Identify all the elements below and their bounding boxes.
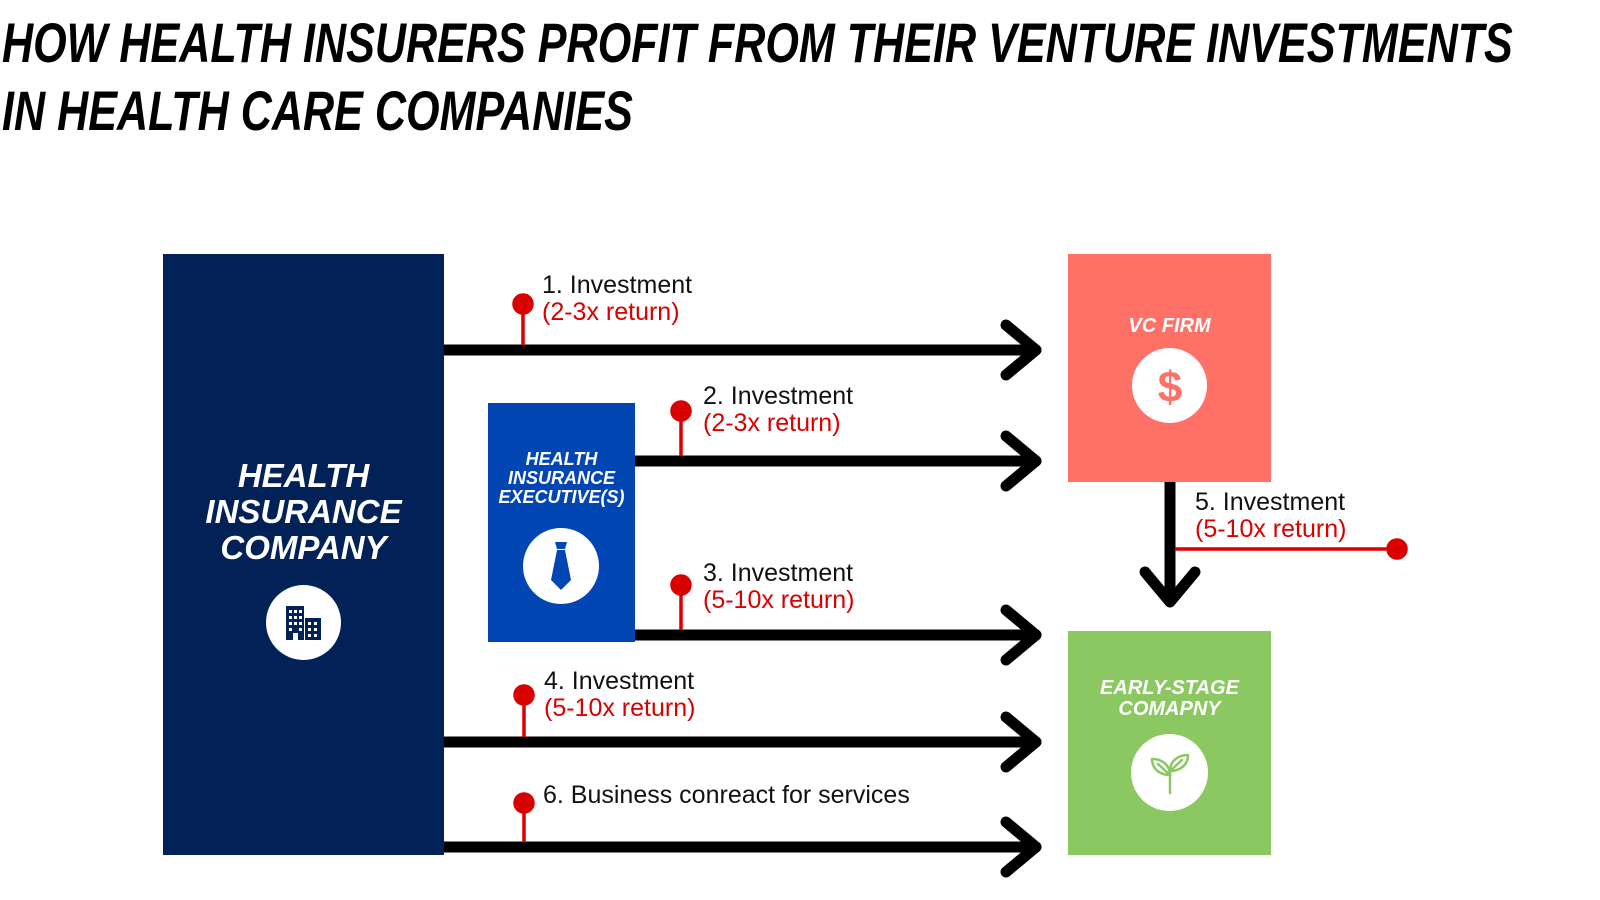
node-executive: HEALTH INSURANCE EXECUTIVE(S) [488, 403, 635, 642]
edge-4-label: 4. Investment (5-10x return) [544, 668, 695, 722]
edge-2-return: (2-3x return) [703, 409, 841, 437]
edge-2-arrow [628, 430, 1042, 492]
edge-3-arrow [628, 604, 1042, 666]
page-title-line-1: HOW HEALTH INSURERS PROFIT FROM THEIR VE… [2, 11, 1513, 74]
edge-3-title: 3. Investment [703, 559, 854, 587]
node-startup: EARLY-STAGE COMAPNY [1068, 631, 1271, 855]
node-insurer: HEALTH INSURANCE COMPANY [163, 254, 444, 855]
node-startup-label: EARLY-STAGE COMAPNY [1100, 677, 1239, 720]
edge-4-pin [513, 684, 535, 737]
edge-2-pin [670, 400, 692, 456]
necktie-icon [523, 528, 599, 604]
edge-1-pin [512, 293, 534, 345]
node-executive-label: HEALTH INSURANCE EXECUTIVE(S) [498, 449, 625, 507]
page-title-line-2: IN HEALTH CARE COMPANIES [2, 79, 633, 142]
edge-4-return: (5-10x return) [544, 694, 696, 722]
edge-5-arrow [1139, 476, 1201, 608]
edge-4-title: 4. Investment [544, 667, 695, 695]
edge-1-title: 1. Investment [542, 271, 693, 299]
node-vc-label: VC FIRM [1128, 315, 1211, 337]
edge-5-return: (5-10x return) [1195, 515, 1347, 543]
edge-6-title: 6. Business conreact for services [543, 781, 910, 809]
edge-6-label: 6. Business conreact for services [543, 782, 910, 809]
edge-1-label: 1. Investment (2-3x return) [542, 272, 692, 326]
edge-3-return: (5-10x return) [703, 586, 855, 614]
sprout-icon [1131, 734, 1208, 811]
edge-1-return: (2-3x return) [542, 298, 680, 326]
svg-text:$: $ [1157, 363, 1181, 410]
node-vc: VC FIRM $ [1068, 254, 1271, 482]
edge-2-title: 2. Investment [703, 382, 854, 410]
edge-2-label: 2. Investment (2-3x return) [703, 383, 853, 437]
edge-6-arrow [438, 816, 1042, 878]
edge-3-pin [670, 574, 692, 630]
edge-6-pin [513, 792, 535, 842]
edge-4-arrow [438, 711, 1042, 773]
edge-5-pin [1175, 538, 1408, 560]
edge-5-title: 5. Investment [1195, 488, 1346, 516]
edge-3-label: 3. Investment (5-10x return) [703, 560, 854, 614]
dollar-icon: $ [1132, 348, 1207, 423]
node-insurer-label: HEALTH INSURANCE COMPANY [205, 457, 402, 566]
edge-5-label: 5. Investment (5-10x return) [1195, 489, 1346, 543]
building-icon [266, 585, 341, 660]
edge-1-arrow [438, 319, 1042, 381]
